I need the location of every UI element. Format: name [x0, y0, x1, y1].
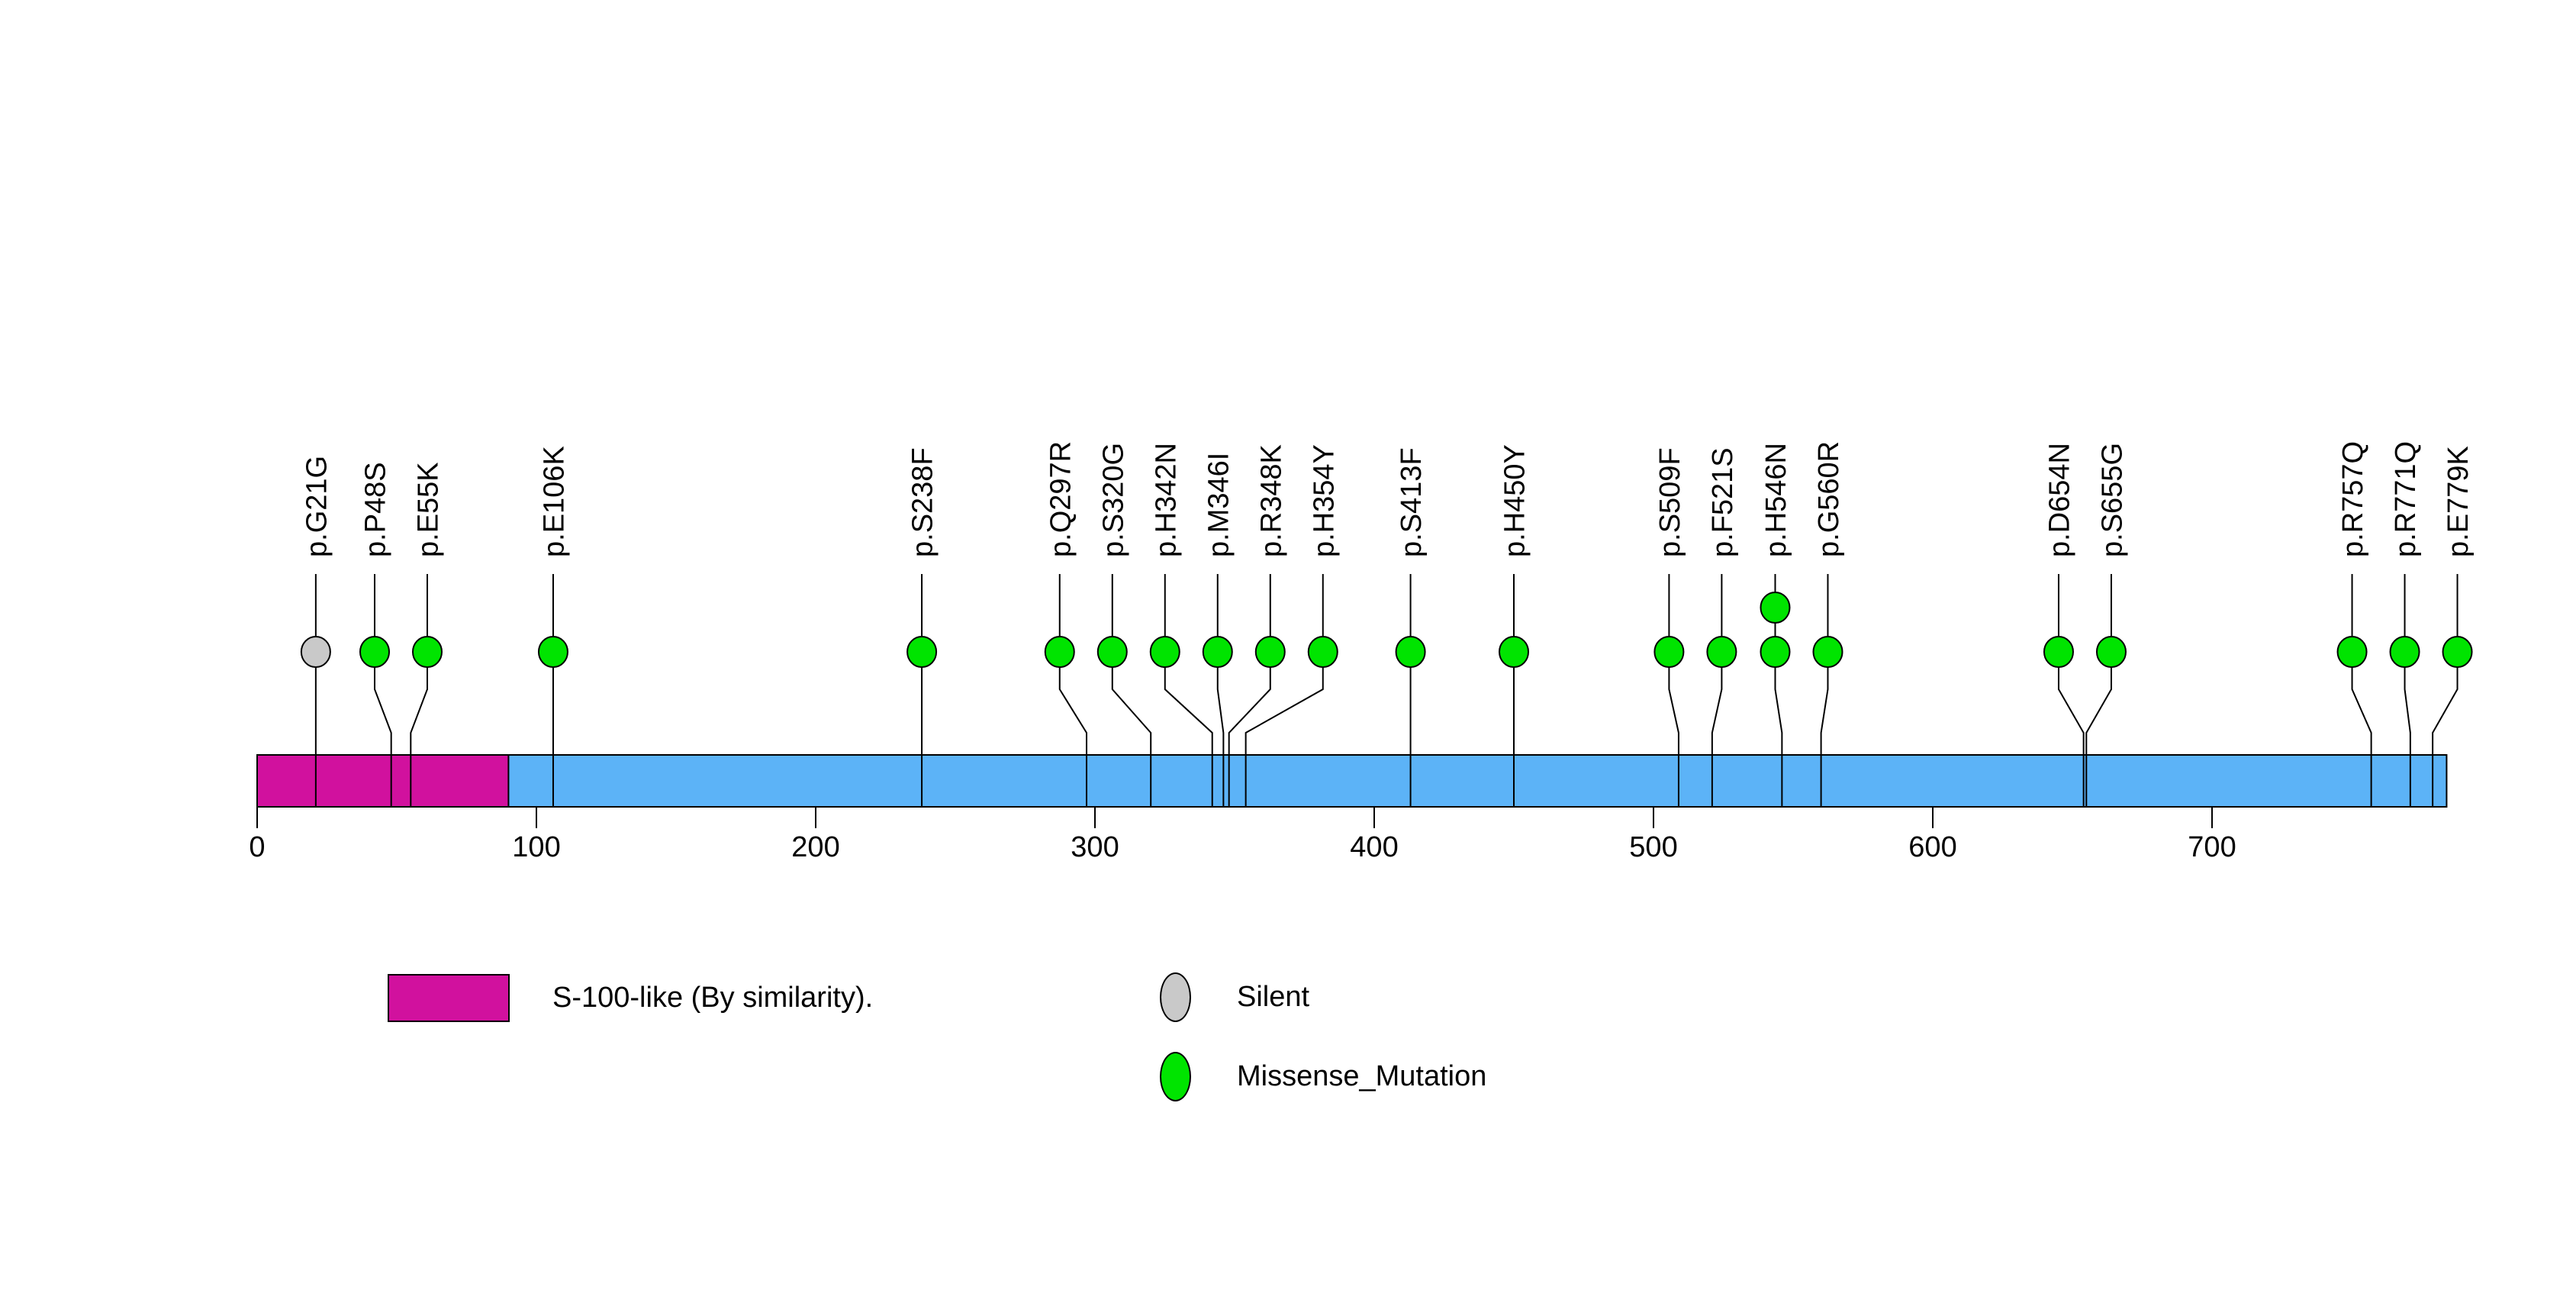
mutation-label: p.E55K — [412, 462, 444, 557]
domain-rect — [256, 754, 510, 808]
mutation-stem — [1668, 574, 1679, 807]
axis-tick-label: 100 — [512, 831, 560, 863]
mutation-lollipop — [2389, 636, 2420, 668]
mutation-label: p.M346I — [1203, 453, 1235, 557]
axis-tick-label: 400 — [1350, 831, 1398, 863]
mutation-label: p.S320G — [1097, 443, 1129, 557]
mutation-label: p.H354Y — [1308, 444, 1340, 557]
mutation-label: p.G560R — [1813, 441, 1845, 557]
axis-tick-label: 0 — [249, 831, 265, 863]
mutation-label: p.S655G — [2096, 443, 2128, 557]
mutation-lollipop — [2442, 636, 2473, 668]
mutation-stem — [2085, 574, 2112, 807]
mutation-stem — [1228, 574, 1271, 807]
mutation-label: p.E779K — [2442, 446, 2475, 557]
mutation-lollipop — [1812, 636, 1843, 668]
legend-silent-swatch — [1160, 972, 1191, 1022]
mutation-label: p.S413F — [1396, 447, 1428, 557]
mutation-stem — [2404, 574, 2411, 807]
mutation-lollipop — [1254, 636, 1286, 668]
mutation-lollipop — [1044, 636, 1075, 668]
axis-tick-label: 600 — [1908, 831, 1956, 863]
legend-missense-label: Missense_Mutation — [1237, 1060, 1487, 1092]
mutation-label: p.H546N — [1760, 443, 1792, 557]
mutation-stem — [1774, 574, 1783, 807]
mutation-lollipop — [2095, 636, 2127, 668]
mutation-stem — [1164, 574, 1213, 807]
mutation-lollipop — [359, 636, 390, 668]
mutation-lollipop — [1760, 592, 1791, 624]
mutation-label: p.H342N — [1150, 443, 1182, 557]
mutation-label: p.R771Q — [2390, 441, 2422, 557]
mutation-stem — [410, 574, 428, 807]
mutation-label: p.S238F — [907, 447, 939, 557]
mutation-lollipop — [2336, 636, 2368, 668]
mutation-lollipop — [1706, 636, 1737, 668]
mutation-label: p.R348K — [1255, 444, 1287, 557]
mutation-stem — [1820, 574, 1829, 807]
legend-missense-swatch — [1160, 1052, 1191, 1101]
mutation-lollipop — [411, 636, 443, 668]
mutation-stem — [373, 574, 392, 807]
protein-bar — [256, 754, 2448, 808]
mutation-stem — [2351, 574, 2372, 807]
mutation-stem — [1711, 574, 1723, 807]
axis-tick-label: 200 — [791, 831, 839, 863]
mutation-lollipop — [2043, 636, 2074, 668]
mutation-label: p.S509F — [1654, 447, 1686, 557]
mutation-lollipop — [1096, 636, 1128, 668]
mutation-stem — [1058, 574, 1088, 807]
mutation-stem — [1245, 574, 1324, 807]
axis-tick-label: 300 — [1071, 831, 1119, 863]
mutation-label: p.Q297R — [1045, 441, 1077, 557]
mutation-stem — [2057, 574, 2085, 807]
mutation-stem — [1216, 574, 1225, 807]
mutation-lollipop — [1307, 636, 1338, 668]
axis-tick-label: 500 — [1629, 831, 1677, 863]
legend-domain-swatch — [388, 974, 510, 1022]
mutation-lollipop — [1499, 636, 1529, 668]
mutation-lollipop — [906, 636, 938, 668]
mutation-lollipop — [537, 636, 568, 668]
mutation-stem — [1111, 574, 1152, 807]
mutation-label: p.G21G — [301, 456, 333, 557]
mutation-stem — [2432, 574, 2458, 807]
mutation-lollipop — [1395, 636, 1426, 668]
legend-domain-label: S-100-like (By similarity). — [552, 982, 874, 1014]
mutation-label: p.H450Y — [1499, 444, 1531, 557]
mutation-lollipop — [300, 636, 331, 668]
legend-silent-label: Silent — [1237, 981, 1310, 1013]
mutation-lollipop — [1149, 636, 1180, 668]
mutation-label: p.P48S — [359, 462, 391, 557]
axis-tick-label: 700 — [2188, 831, 2236, 863]
mutation-label: p.R757Q — [2337, 441, 2369, 557]
mutation-lollipop — [1653, 636, 1685, 668]
mutation-lollipop — [1760, 636, 1791, 668]
mutation-label: p.F521S — [1707, 447, 1739, 557]
mutation-label: p.D654N — [2043, 443, 2075, 557]
mutation-lollipop — [1202, 636, 1233, 668]
mutation-label: p.E106K — [538, 446, 570, 557]
